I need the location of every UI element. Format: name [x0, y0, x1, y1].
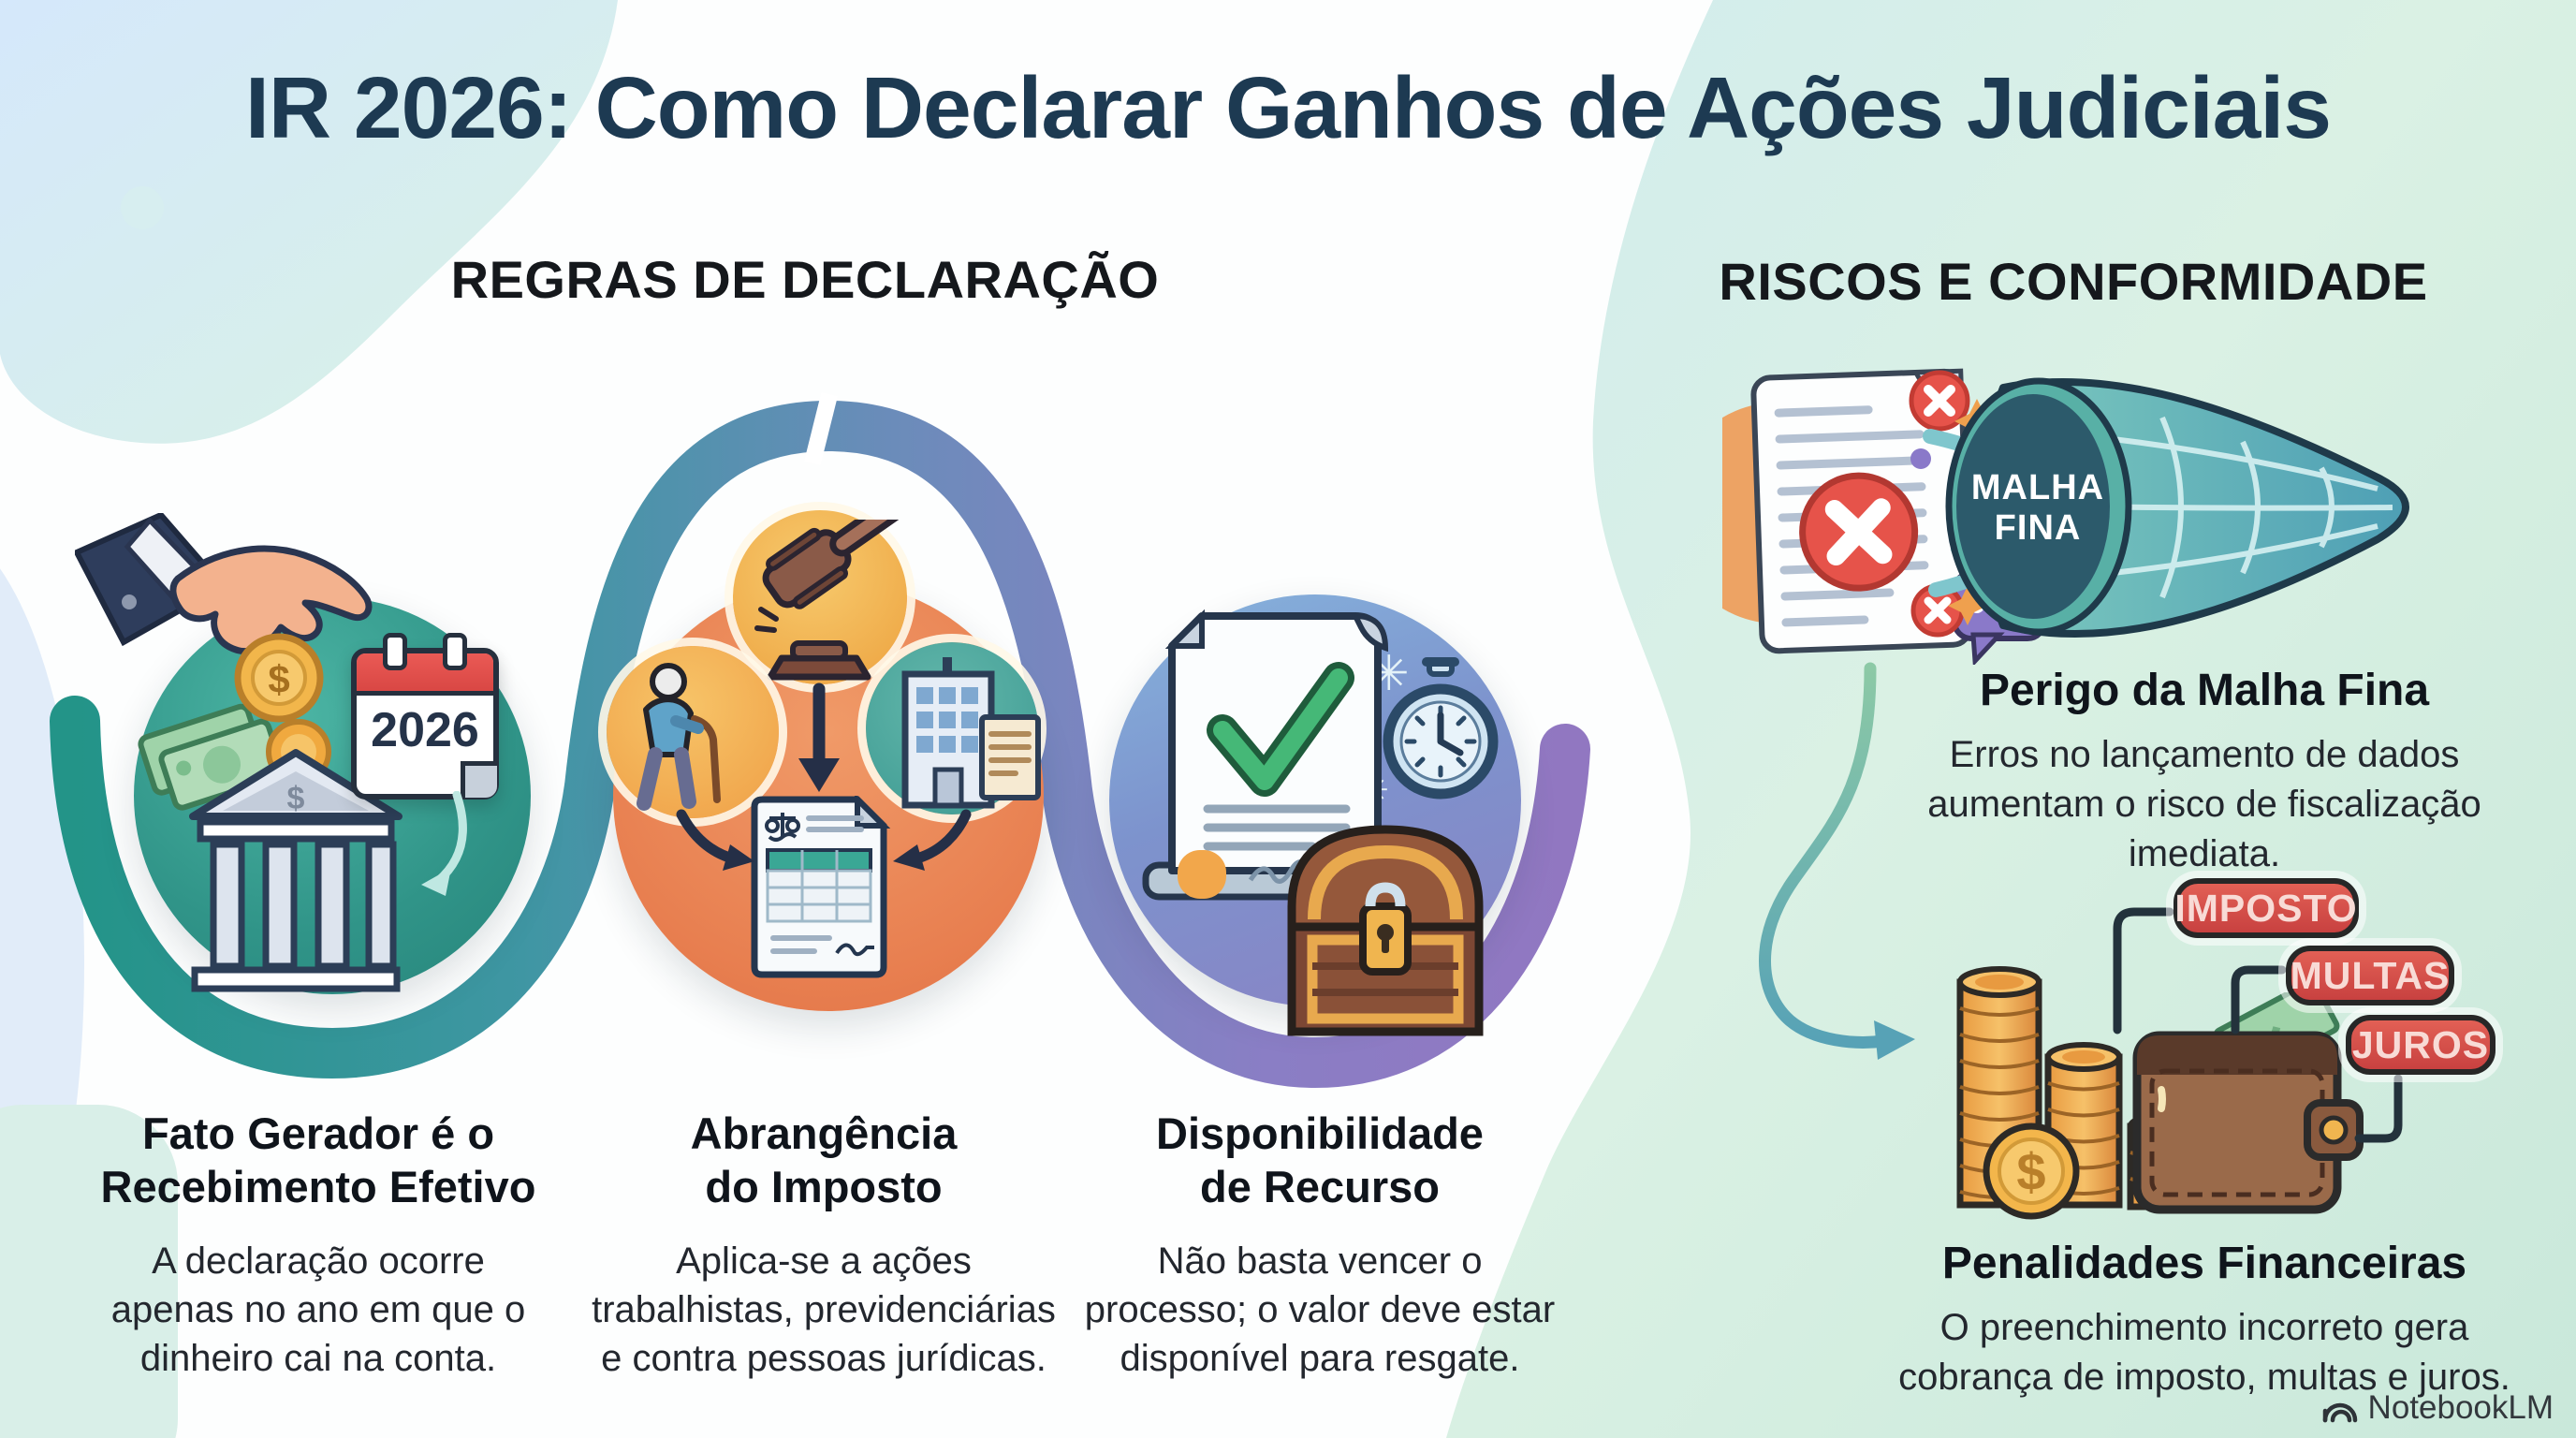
step3-title: Disponibilidade de Recurso [1156, 1108, 1484, 1212]
risk2-description: O preenchimento incorreto gera cobrança … [1898, 1307, 2510, 1398]
badge-juros: JUROS [2346, 1015, 2496, 1075]
decor-dot [121, 186, 164, 229]
risk2-title: Penalidades Financeiras [1941, 1239, 2467, 1288]
ribbon-gap [804, 391, 838, 466]
calendar-year: 2026 [371, 703, 479, 757]
step1-text: Fato Gerador é o Recebimento Efetivo A d… [56, 1107, 580, 1384]
curved-arrow-icon [1759, 662, 1915, 1060]
step2-title: Abrangência do Imposto [690, 1108, 958, 1212]
watermark-label: NotebookLM [2367, 1389, 2554, 1426]
watermark: NotebookLM [2321, 1389, 2554, 1427]
risk1-description: Erros no lançamento de dados aumentam o … [1927, 734, 2481, 874]
treasure-chest-icon [1287, 825, 1484, 1036]
page-title: IR 2026: Como Declarar Ganhos de Ações J… [245, 59, 2332, 156]
step2-description: Aplica-se a ações trabalhistas, previden… [592, 1240, 1056, 1380]
top-left-blob [0, 0, 618, 444]
step2-text: Abrangência do Imposto Aplica-se a ações… [562, 1107, 1086, 1384]
badge-connectors [2113, 907, 2403, 1143]
elderly-person-icon [637, 663, 721, 811]
badge-multas: MULTAS [2286, 946, 2454, 1005]
step1-description: A declaração ocorre apenas no ano em que… [110, 1240, 526, 1380]
hand-coin-icon: $ [75, 513, 373, 723]
right-section-heading: RISCOS E CONFORMIDADE [1719, 252, 2428, 311]
calendar-arrow-icon [421, 791, 467, 896]
svg-text:$: $ [287, 781, 305, 816]
svg-text:$: $ [268, 657, 289, 701]
left-section-heading: REGRAS DE DECLARAÇÃO [450, 250, 1160, 309]
funnel-net-icon [1945, 377, 2409, 638]
flow-arrows-icon [676, 682, 972, 871]
step1-title: Fato Gerador é o Recebimento Efetivo [100, 1108, 536, 1212]
badge-imposto-label: IMPOSTO [2174, 886, 2358, 930]
right-panel-shape [1446, 0, 2576, 1438]
step3-text: Disponibilidade de Recurso Não basta ven… [1058, 1107, 1582, 1384]
malha-fina-illustration [1722, 368, 2409, 665]
notebooklm-logo-icon [2322, 1402, 2357, 1423]
bottom-left-blob [0, 1105, 178, 1438]
building-icon [901, 657, 1041, 809]
wallet-icon [2132, 992, 2364, 1214]
svg-text:$: $ [2016, 1142, 2045, 1201]
gavel-icon [754, 520, 903, 681]
seal-icon [1178, 850, 1226, 899]
badge-imposto: IMPOSTO [2174, 878, 2359, 938]
calendar-icon: 2026 [351, 633, 499, 800]
bank-icon: $ [189, 749, 402, 992]
risk1-title: Perigo da Malha Fina [1979, 666, 2430, 715]
tax-form-icon [751, 796, 891, 978]
badge-multas-label: MULTAS [2290, 953, 2451, 997]
stopwatch-icon [1383, 657, 1499, 800]
funnel-label: MALHA FINA [1970, 468, 2105, 548]
step3-description: Não basta vencer o processo; o valor dev… [1084, 1240, 1556, 1380]
badge-juros-label: JUROS [2351, 1022, 2490, 1066]
